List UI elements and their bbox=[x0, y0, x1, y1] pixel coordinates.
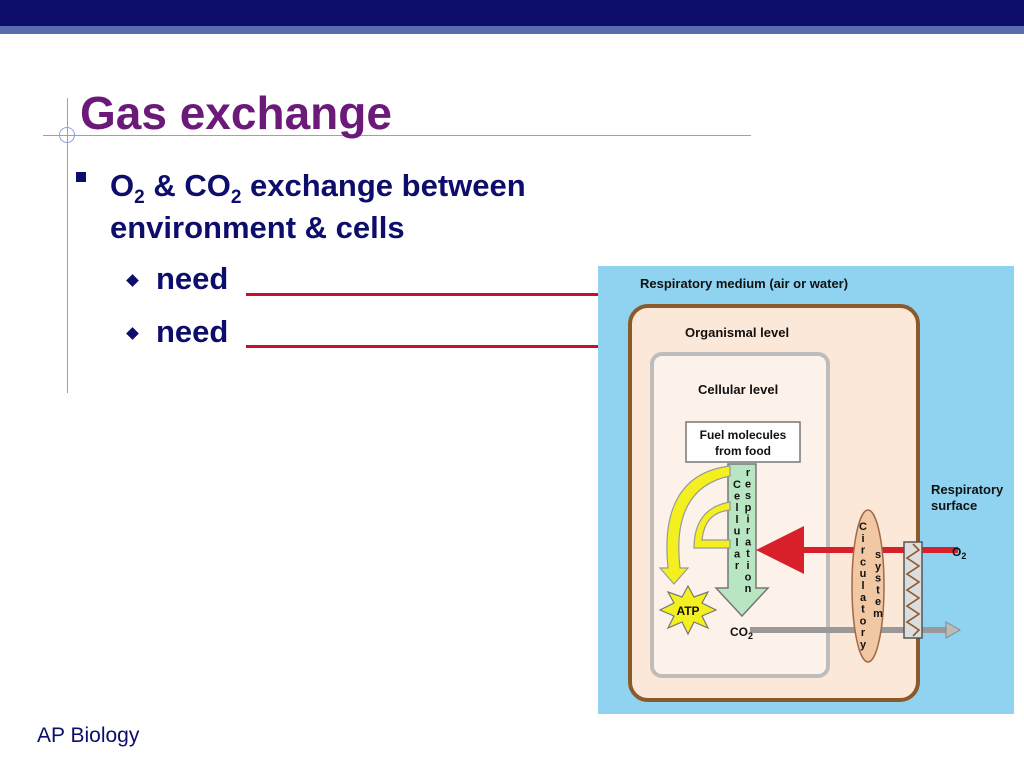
cellular-letter: l bbox=[735, 537, 738, 549]
bullet-co-subscript: 2 bbox=[230, 187, 242, 209]
respiratory-surface-membrane bbox=[905, 543, 921, 637]
bullet-co: & CO bbox=[144, 168, 231, 203]
respiration-letter: n bbox=[745, 583, 752, 595]
cellular-letter: e bbox=[734, 491, 740, 503]
circulatory-letter: r bbox=[861, 627, 866, 639]
respiration-letter: e bbox=[745, 479, 751, 491]
system-letter: s bbox=[875, 549, 881, 561]
co2-arrow-head bbox=[945, 621, 962, 639]
respiration-letter: t bbox=[746, 548, 750, 560]
surface-label-line2: surface bbox=[931, 498, 977, 513]
decor-vertical-line bbox=[67, 98, 68, 393]
cellular-letter: l bbox=[735, 502, 738, 514]
bullet-o: O bbox=[110, 168, 135, 203]
system-letter: s bbox=[875, 573, 881, 585]
system-letter: t bbox=[876, 584, 880, 596]
o2-subscript: 2 bbox=[961, 551, 966, 561]
fill-in-blank-line bbox=[246, 293, 606, 296]
respiration-letter: a bbox=[745, 537, 752, 549]
gas-exchange-diagram: Respiratory medium (air or water) Organi… bbox=[598, 266, 1014, 714]
fuel-molecules-box bbox=[685, 421, 801, 463]
circulatory-letter: u bbox=[860, 568, 867, 580]
system-letter: y bbox=[875, 561, 882, 573]
cellular-letter: a bbox=[734, 549, 741, 561]
cellular-label: Cellular level bbox=[698, 382, 778, 397]
energy-arrow-inner bbox=[693, 501, 731, 549]
respiration-letter: r bbox=[746, 525, 751, 537]
square-bullet-icon bbox=[76, 172, 86, 182]
decor-crosshair-circle bbox=[59, 127, 75, 143]
system-letter: e bbox=[875, 596, 881, 608]
surface-label-line1: Respiratory bbox=[931, 482, 1004, 497]
bullet-text: O2 & CO2 exchange between environment & … bbox=[110, 165, 630, 249]
co2-main: CO bbox=[730, 625, 748, 639]
atp-label: ATP bbox=[676, 604, 699, 618]
co2-label: CO2 bbox=[730, 625, 753, 641]
respiration-letter: r bbox=[746, 467, 751, 479]
fuel-label-line2: from food bbox=[715, 444, 771, 458]
slide-title: Gas exchange bbox=[80, 87, 392, 139]
cellular-letter: r bbox=[735, 560, 740, 572]
circulatory-letter: l bbox=[861, 580, 864, 592]
fuel-label-line1: Fuel molecules bbox=[700, 428, 787, 442]
circulatory-letter: o bbox=[860, 615, 867, 627]
bullet-rest: exchange between environment & cells bbox=[110, 168, 526, 245]
co2-subscript: 2 bbox=[748, 631, 753, 641]
bullet-o-subscript: 2 bbox=[134, 187, 145, 209]
system-letter: m bbox=[873, 608, 883, 620]
circulatory-letter: i bbox=[861, 533, 864, 545]
atp-burst bbox=[658, 584, 718, 636]
circulatory-letter: t bbox=[861, 604, 865, 616]
medium-label: Respiratory medium (air or water) bbox=[640, 276, 848, 291]
circulatory-letter: c bbox=[860, 556, 866, 568]
diamond-bullet-icon bbox=[126, 274, 139, 287]
organismal-label: Organismal level bbox=[685, 325, 789, 340]
circulatory-letter: a bbox=[860, 592, 867, 604]
circulatory-letter: y bbox=[860, 639, 867, 651]
top-banner-stripe bbox=[0, 26, 1024, 34]
respiration-letter: s bbox=[745, 490, 751, 502]
circulatory-letter: C bbox=[859, 521, 867, 533]
respiration-letter: p bbox=[745, 502, 752, 514]
cellular-letter: C bbox=[733, 479, 741, 491]
top-banner bbox=[0, 0, 1024, 26]
respiration-letter: i bbox=[746, 513, 749, 525]
fill-in-blank-line bbox=[246, 345, 606, 348]
sub-item-label: need bbox=[156, 314, 229, 349]
respiration-letter: o bbox=[745, 571, 752, 583]
cellular-letter: l bbox=[735, 514, 738, 526]
sub-item-label: need bbox=[156, 261, 229, 296]
energy-arrow-outer bbox=[658, 465, 731, 585]
respiratory-surface bbox=[903, 541, 923, 639]
diamond-bullet-icon bbox=[126, 327, 139, 340]
o2-label: O2 bbox=[952, 545, 966, 561]
o2-main: O bbox=[952, 545, 961, 559]
respiration-letter: i bbox=[746, 560, 749, 572]
cellular-vertical-word: Cellular bbox=[733, 479, 741, 572]
circulatory-system-ellipse bbox=[851, 509, 885, 663]
footer-label: AP Biology bbox=[37, 724, 140, 747]
circulatory-letter: r bbox=[861, 545, 866, 557]
cellular-letter: u bbox=[734, 525, 741, 537]
decor-horizontal-line bbox=[43, 135, 751, 136]
